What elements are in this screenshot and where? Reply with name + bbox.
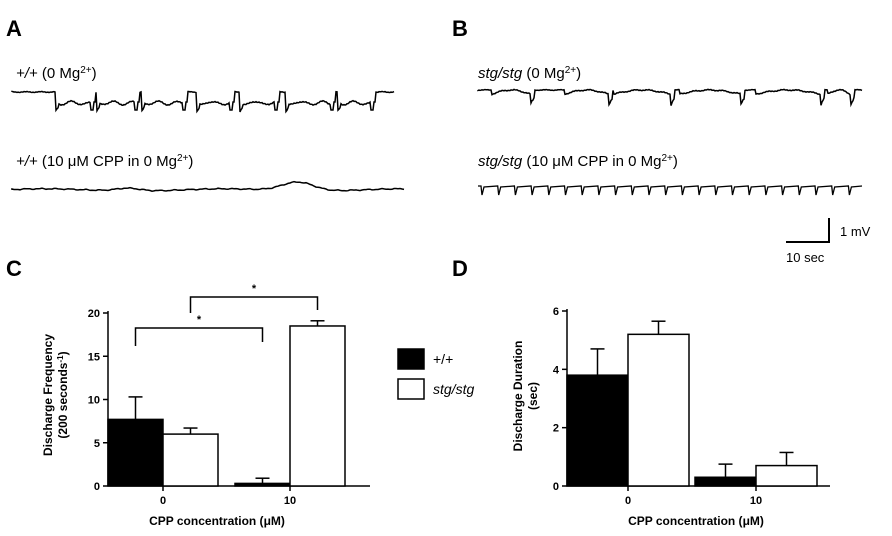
chart-c: 0 5 10 15 20 0 10 * * — [88, 283, 370, 507]
chart-d-bar — [566, 374, 629, 487]
trace-a-0mg — [11, 90, 395, 114]
chart-c-ylabel-line1: Discharge Frequency — [41, 334, 55, 456]
chart-d-ytick-label: 4 — [553, 364, 560, 376]
chart-d-ytick-label: 6 — [553, 306, 559, 318]
panel-label-a: A — [6, 16, 22, 41]
panel-label-d: D — [452, 256, 468, 281]
trace-a-cpp — [11, 180, 405, 192]
scale-bar-horizontal-label: 10 sec — [786, 250, 825, 265]
trace-b-cpp — [478, 185, 863, 196]
chart-d-bar — [755, 464, 818, 487]
chart-c-xtick-label: 0 — [160, 495, 166, 507]
chart-c-ytick-label: 15 — [88, 351, 100, 363]
chart-c-ytick-label: 10 — [88, 395, 100, 407]
chart-d-xtick-label: 0 — [625, 495, 631, 507]
chart-d-bar — [627, 333, 690, 487]
panel-label-c: C — [6, 256, 22, 281]
chart-c-significance-star: * — [197, 314, 202, 326]
chart-d-xtick-label: 10 — [750, 495, 762, 507]
chart-c-significance-bracket — [189, 296, 319, 313]
chart-c-ytick-label: 0 — [94, 481, 100, 493]
panel-label-b: B — [452, 16, 468, 41]
chart-d-ytick-label: 2 — [553, 423, 559, 435]
scale-bar: 1 mV 10 sec — [786, 218, 871, 265]
legend-swatch-wt — [397, 348, 425, 370]
trace-title-b2: stg/stg (10 μM CPP in 0 Mg2+) — [478, 153, 678, 171]
chart-c-bar — [107, 418, 164, 487]
trace-title-a1: +/+ (0 Mg2+) — [16, 65, 97, 83]
chart-d-bar — [694, 476, 757, 487]
chart-c-significance-star: * — [252, 283, 257, 295]
chart-c-xtick-label: 10 — [284, 495, 296, 507]
legend-swatch-stg — [397, 378, 425, 400]
chart-c-significance-bracket — [134, 327, 264, 346]
legend-label-wt: +/+ — [433, 351, 453, 367]
chart-c-bar — [289, 325, 346, 487]
legend: +/+ stg/stg — [397, 348, 474, 400]
trace-b-0mg — [477, 88, 863, 108]
chart-c-ytick-label: 5 — [94, 438, 100, 450]
legend-label-stg: stg/stg — [433, 381, 474, 397]
chart-c-bar — [234, 482, 291, 487]
trace-title-b1: stg/stg (0 Mg2+) — [478, 65, 581, 83]
scale-bar-lines — [786, 218, 830, 243]
trace-title-a2: +/+ (10 μM CPP in 0 Mg2+) — [16, 153, 193, 171]
chart-c-xlabel: CPP concentration (μM) — [149, 514, 285, 528]
chart-d-ylabel-line1: Discharge Duration — [511, 341, 525, 452]
chart-d-ytick-label: 0 — [553, 481, 559, 493]
scale-bar-vertical-label: 1 mV — [840, 224, 871, 239]
chart-d: 0 2 4 6 0 10 — [553, 306, 830, 507]
chart-c-ylabel-line2: (200 seconds-1) — [56, 351, 71, 438]
chart-c-ytick-label: 20 — [88, 308, 100, 320]
chart-c-bar — [162, 433, 219, 487]
chart-d-ylabel-line2: (sec) — [526, 382, 540, 410]
chart-d-xlabel: CPP concentration (μM) — [628, 514, 764, 528]
